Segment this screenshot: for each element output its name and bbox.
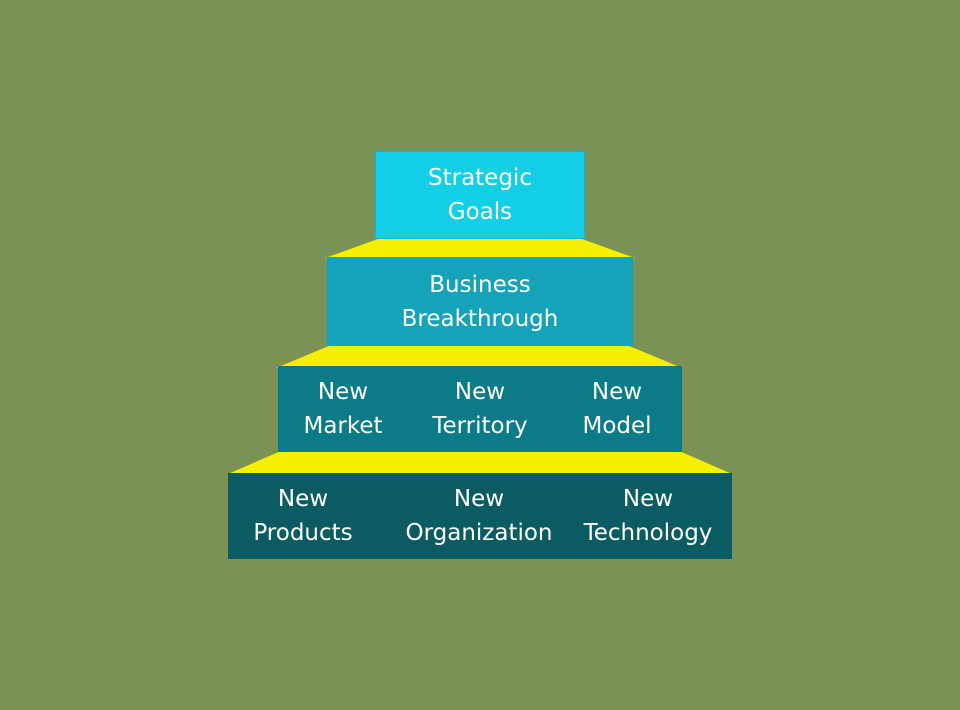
step-ledge [276, 346, 682, 368]
tier-new-areas: New Market New Territory New Model [278, 366, 682, 452]
tier-strategic-goals: Strategic Goals [375, 151, 585, 239]
tier-new-capabilities: New Products New Organization New Techno… [228, 473, 732, 559]
tier-item-new-market: New Market [303, 379, 383, 439]
tier-label: Business Breakthrough [401, 271, 559, 332]
tier-business-breakthrough: Business Breakthrough [327, 257, 633, 346]
step-ledge [228, 452, 732, 474]
tier-label: Strategic Goals [428, 165, 532, 225]
tier-item-new-model: New Model [582, 379, 652, 439]
tier-item-new-technology: New Technology [583, 486, 713, 546]
step-ledge [325, 238, 635, 258]
tier-item-new-products: New Products [253, 486, 353, 546]
tier-item-new-territory: New Territory [432, 379, 528, 439]
tier-item-new-organization: New Organization [405, 486, 553, 546]
